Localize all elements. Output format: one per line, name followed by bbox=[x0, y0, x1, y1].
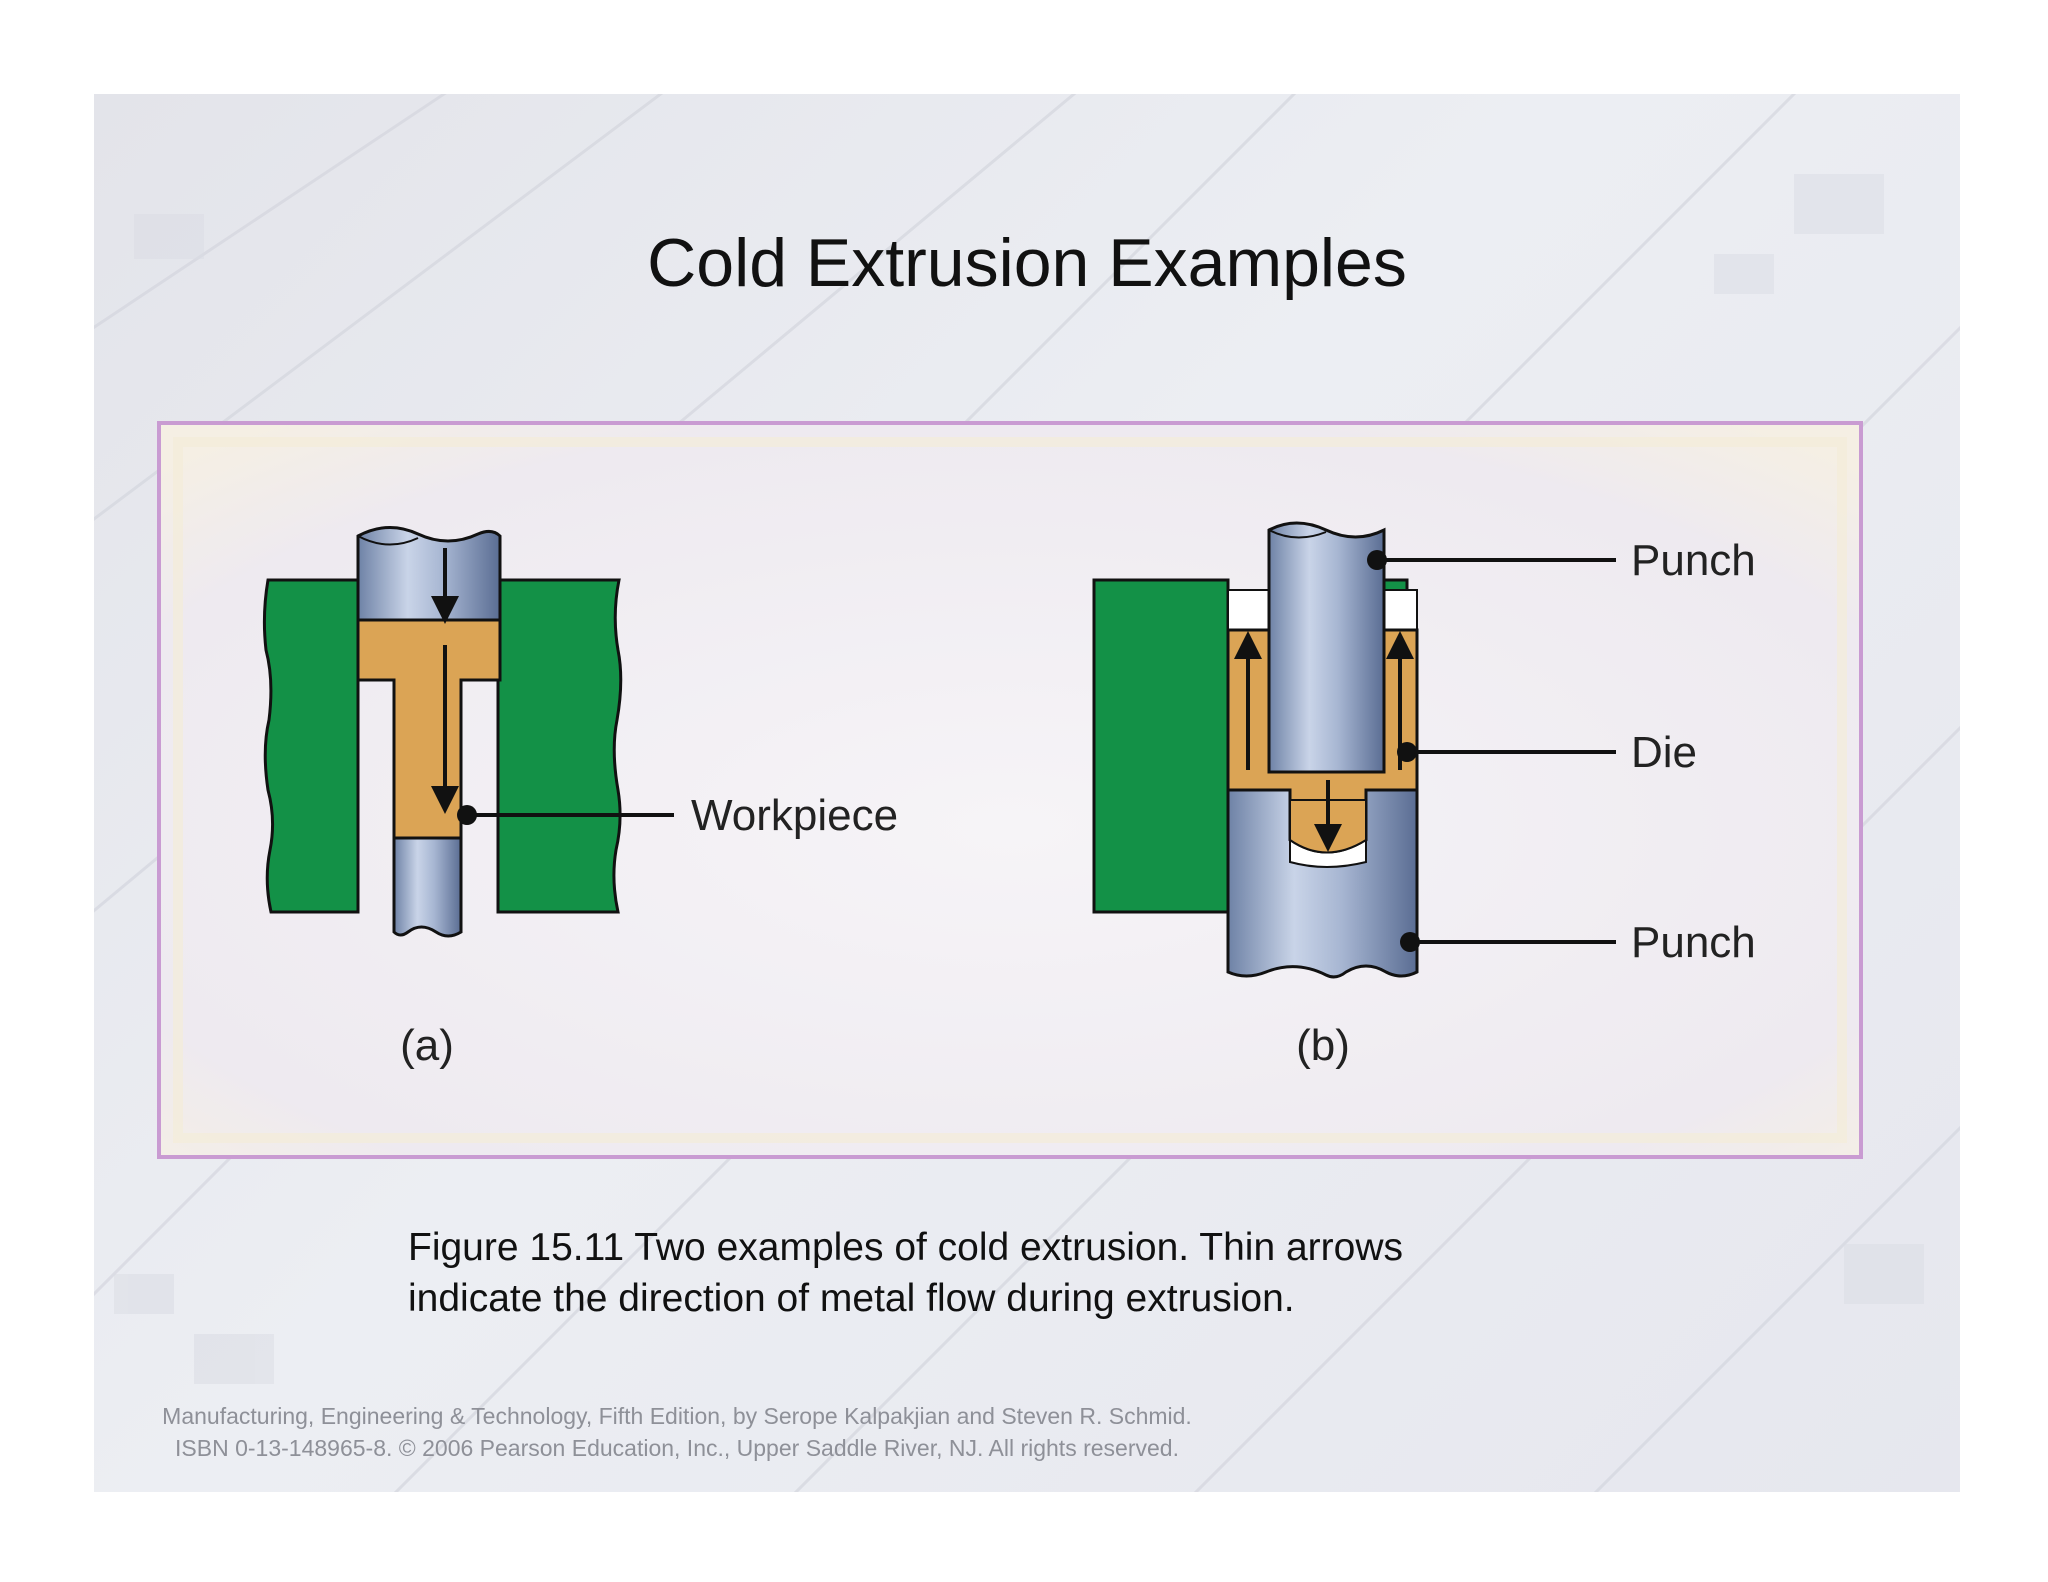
punch-bottom-a bbox=[392, 836, 463, 938]
extrusion-figure: Workpiece (a) bbox=[157, 421, 1863, 1159]
tag-a: (a) bbox=[400, 1021, 454, 1070]
die-left-b bbox=[1092, 578, 1230, 914]
caption-line-1: Figure 15.11 Two examples of cold extrus… bbox=[408, 1226, 1403, 1269]
slide-title: Cold Extrusion Examples bbox=[647, 225, 1407, 301]
caption-line-2: indicate the direction of metal flow dur… bbox=[408, 1277, 1295, 1320]
die-right-a bbox=[496, 578, 623, 914]
punch-top-b bbox=[1267, 521, 1386, 774]
label-die: Die bbox=[1631, 728, 1697, 777]
panel-a: Workpiece (a) bbox=[262, 525, 898, 1070]
footer-line-1: Manufacturing, Engineering & Technology,… bbox=[162, 1403, 1192, 1429]
punch-top-a bbox=[356, 525, 502, 622]
panel-b: Punch Die Punch (b) bbox=[1092, 521, 1756, 1070]
label-punch-top: Punch bbox=[1631, 536, 1756, 585]
footer-line-2: ISBN 0-13-148965-8. © 2006 Pearson Educa… bbox=[175, 1435, 1179, 1461]
label-punch-bottom: Punch bbox=[1631, 918, 1756, 967]
die-left-a bbox=[262, 578, 360, 914]
slide: Cold Extrusion Examples bbox=[94, 94, 1960, 1492]
figure-caption: Figure 15.11 Two examples of cold extrus… bbox=[408, 1222, 1708, 1324]
label-workpiece: Workpiece bbox=[691, 791, 898, 840]
copyright-footer: Manufacturing, Engineering & Technology,… bbox=[94, 1400, 1260, 1464]
tag-b: (b) bbox=[1296, 1021, 1350, 1070]
